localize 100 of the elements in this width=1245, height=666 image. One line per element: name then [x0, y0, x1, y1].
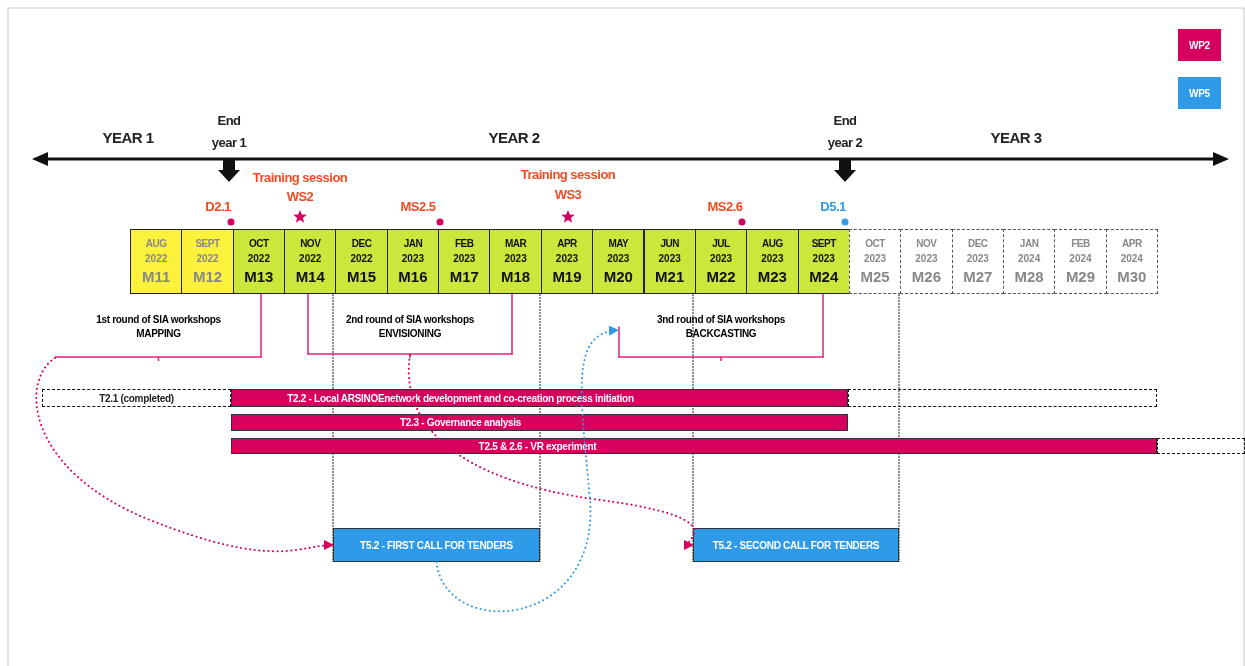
month-cell — [335, 229, 388, 294]
session-label: Training session — [251, 170, 349, 186]
task-bar: T2.2 - Local ARSINOEnetwork development and co-creation process initiation — [231, 389, 848, 407]
year-text: 2023 — [607, 251, 630, 266]
month-cell — [284, 229, 337, 294]
year-label: YEAR 1 — [101, 129, 155, 146]
year-text: 2023 — [966, 251, 989, 266]
month-name: SEPT — [811, 236, 836, 251]
dotted-arrow — [435, 326, 619, 613]
month-name: AUG — [762, 236, 783, 251]
month-name: JAN — [1019, 236, 1039, 251]
month-code: M13 — [244, 266, 274, 287]
milestone-label: MS2.5 — [399, 199, 437, 215]
session-label: Training session — [519, 167, 617, 183]
month-cell — [746, 229, 799, 294]
month-name: OCT — [249, 236, 269, 251]
bracket-title: 2nd round of SIA workshops — [345, 314, 475, 325]
month-code: M28 — [1014, 266, 1044, 287]
milestone-label: MS2.6 — [706, 199, 744, 215]
month-code: M25 — [860, 266, 890, 287]
bracket-subtitle: ENVISIONING — [377, 328, 443, 339]
year-label: YEAR 2 — [487, 129, 541, 146]
year-text: 2023 — [709, 251, 733, 266]
year-text: 2024 — [1120, 251, 1143, 266]
year-end-label: End year 2 — [826, 112, 864, 152]
month-name: OCT — [865, 236, 885, 251]
month-code: M19 — [552, 266, 582, 287]
bracket-title: 1st round of SIA workshops — [95, 314, 222, 325]
task-box: T5.2 - SECOND CALL FOR TENDERS — [693, 528, 899, 562]
month-cell — [592, 229, 645, 294]
month-code: M14 — [295, 266, 325, 287]
year-text: 2023 — [915, 251, 938, 266]
month-name: MAY — [608, 236, 629, 251]
month-name: JUL — [712, 236, 730, 251]
month-code: M18 — [501, 266, 531, 287]
month-cell — [130, 229, 183, 294]
month-cell — [1054, 229, 1107, 294]
year-text: 2022 — [350, 251, 373, 266]
month-cell — [232, 229, 286, 294]
task-box: T5.2 - FIRST CALL FOR TENDERS — [333, 528, 540, 562]
month-code: M24 — [809, 266, 839, 287]
month-name: NOV — [916, 236, 937, 251]
month-cell — [900, 229, 953, 294]
legend-text: WP5 — [1189, 87, 1210, 99]
year-text: 2022 — [247, 251, 270, 266]
milestone-label: D2.1 — [204, 199, 232, 215]
year-label: YEAR 3 — [989, 129, 1043, 146]
bracket-subtitle: BACKCASTING — [684, 328, 758, 339]
month-code: M11 — [142, 266, 171, 287]
dotted-arrow — [35, 357, 334, 553]
year-text: 2023 — [812, 251, 835, 266]
month-code: M16 — [398, 266, 428, 287]
year-end-label: End year 1 — [210, 112, 248, 152]
month-name: FEB — [1071, 236, 1090, 251]
dashed-extension-bar — [848, 389, 1157, 407]
month-code: M23 — [757, 266, 787, 287]
month-code: M22 — [706, 266, 736, 287]
month-name: AUG — [145, 236, 167, 251]
month-cell — [1105, 229, 1158, 294]
year-text: 2022 — [145, 251, 168, 266]
milestone-label: D5.1 — [819, 199, 847, 215]
year-text: 2023 — [555, 251, 579, 266]
year-text: 2023 — [504, 251, 527, 266]
month-cell — [438, 229, 491, 294]
workshop-label: WS3 — [553, 187, 583, 203]
month-cell — [643, 229, 696, 294]
month-code: M15 — [346, 266, 377, 287]
year-text: 2024 — [1018, 251, 1041, 266]
month-cell — [848, 229, 902, 294]
legend-text: WP2 — [1189, 39, 1210, 51]
month-name: APR — [557, 236, 577, 251]
month-name: MAR — [504, 236, 527, 251]
month-name: SEPT — [195, 236, 220, 251]
month-cell — [489, 229, 542, 294]
year-text: 2022 — [299, 251, 322, 266]
month-code: M27 — [963, 266, 993, 287]
month-code: M17 — [449, 266, 479, 287]
month-cell — [386, 229, 440, 294]
dashed-extension-bar — [1157, 438, 1245, 454]
month-name: JUN — [660, 236, 679, 251]
year-text: 2023 — [658, 251, 681, 266]
year-text: 2023 — [401, 251, 425, 266]
workshop-bracket — [55, 296, 262, 358]
month-cell — [797, 229, 850, 294]
month-code: M30 — [1117, 266, 1147, 287]
month-name: DEC — [967, 236, 988, 251]
year-text: 2022 — [196, 251, 219, 266]
month-name: JAN — [403, 236, 423, 251]
year-text: 2023 — [863, 251, 887, 266]
workshop-bracket — [307, 296, 513, 355]
month-code: M21 — [655, 266, 685, 287]
month-code: M29 — [1065, 266, 1096, 287]
year-text: 2023 — [761, 251, 784, 266]
month-name: NOV — [300, 236, 321, 251]
month-cell — [951, 229, 1004, 294]
month-name: APR — [1122, 236, 1142, 251]
year-text: 2023 — [453, 251, 476, 266]
month-cell — [540, 229, 594, 294]
workshop-bracket — [618, 296, 824, 358]
task-bar: T2.1 (completed) — [42, 389, 231, 407]
